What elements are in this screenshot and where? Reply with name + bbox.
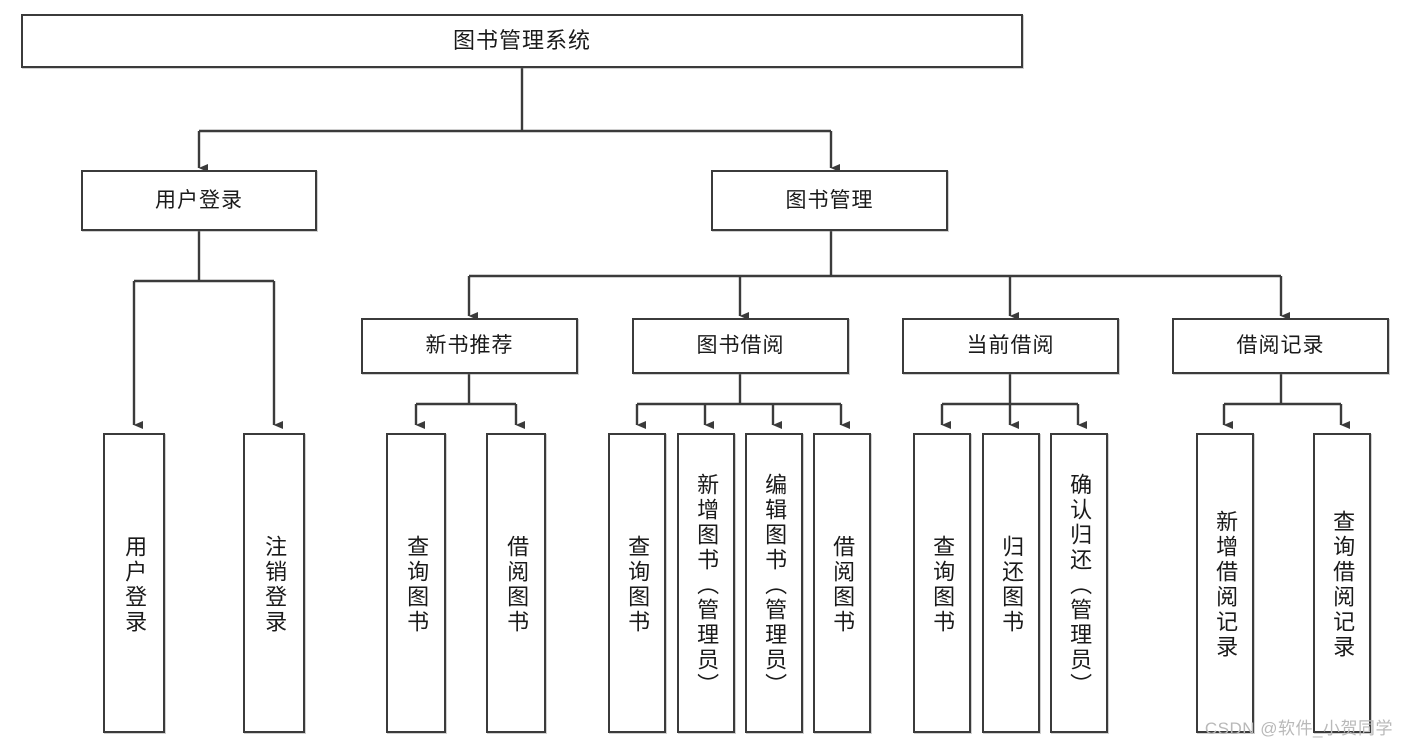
leaf-return-book[interactable]: 归还图书 — [982, 433, 1040, 733]
node-current-borrow[interactable]: 当前借阅 — [902, 318, 1119, 374]
node-label: 当前借阅 — [966, 334, 1055, 358]
node-label: 查询图书 — [930, 535, 956, 635]
node-label: 图书借阅 — [696, 334, 785, 358]
leaf-borrow-book[interactable]: 借阅图书 — [813, 433, 871, 733]
node-label: 图书管理系统 — [452, 27, 591, 53]
node-label: 归还图书 — [999, 535, 1025, 635]
node-label: 新增借阅记录 — [1213, 510, 1239, 660]
leaf-add-book-admin[interactable]: 新增图书（管理员） — [677, 433, 735, 733]
leaf-query-book-current[interactable]: 查询图书 — [913, 433, 971, 733]
node-label: 用户登录 — [155, 188, 243, 212]
node-label: 注销登录 — [262, 535, 288, 635]
node-label: 查询图书 — [404, 535, 430, 635]
leaf-query-book-new[interactable]: 查询图书 — [386, 433, 446, 733]
node-label: 新增图书（管理员） — [694, 472, 720, 698]
leaf-query-book-borrow[interactable]: 查询图书 — [608, 433, 666, 733]
node-root-system[interactable]: 图书管理系统 — [21, 14, 1023, 68]
leaf-confirm-return-admin[interactable]: 确认归还（管理员） — [1050, 433, 1108, 733]
node-borrow-record[interactable]: 借阅记录 — [1172, 318, 1389, 374]
node-label: 借阅图书 — [504, 535, 530, 635]
node-label: 图书管理 — [785, 188, 874, 212]
node-label: 借阅图书 — [830, 535, 856, 635]
leaf-edit-book-admin[interactable]: 编辑图书（管理员） — [745, 433, 803, 733]
csdn-watermark: CSDN @软件_小贺同学 — [1204, 719, 1393, 738]
node-user-login[interactable]: 用户登录 — [81, 170, 317, 231]
leaf-user-login[interactable]: 用户登录 — [103, 433, 165, 733]
node-label: 借阅记录 — [1236, 334, 1325, 358]
node-label: 用户登录 — [122, 535, 148, 635]
node-book-borrow[interactable]: 图书借阅 — [632, 318, 849, 374]
node-book-management[interactable]: 图书管理 — [711, 170, 948, 231]
node-label: 查询借阅记录 — [1330, 510, 1356, 660]
node-label: 新书推荐 — [425, 334, 514, 358]
node-label: 确认归还（管理员） — [1067, 472, 1093, 698]
leaf-logout[interactable]: 注销登录 — [243, 433, 305, 733]
node-label: 编辑图书（管理员） — [762, 472, 788, 698]
leaf-add-borrow-record[interactable]: 新增借阅记录 — [1196, 433, 1254, 733]
leaf-query-borrow-record[interactable]: 查询借阅记录 — [1313, 433, 1371, 733]
node-label: 查询图书 — [625, 535, 651, 635]
node-new-book-recommend[interactable]: 新书推荐 — [361, 318, 578, 374]
leaf-borrow-book-new[interactable]: 借阅图书 — [486, 433, 546, 733]
